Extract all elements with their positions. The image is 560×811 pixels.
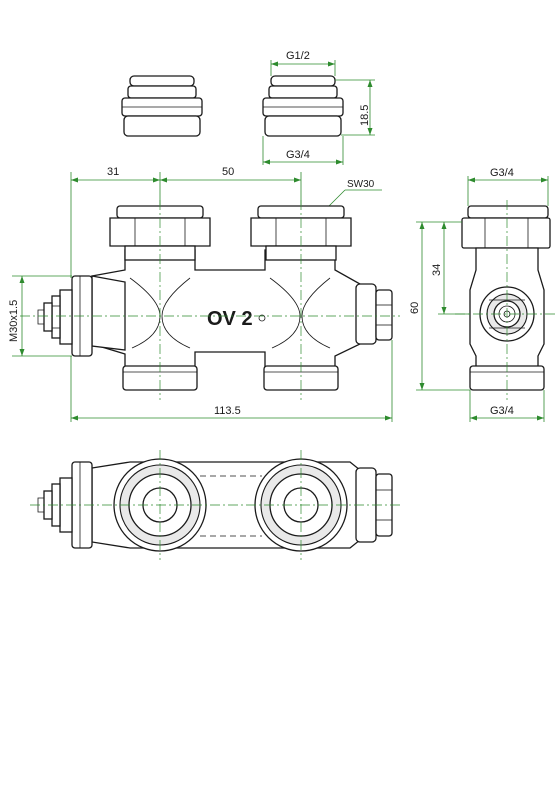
dim-label-50: 50 [222, 166, 234, 178]
centerlines-front [20, 200, 400, 400]
dimension-g34-side-bottom: G3/4 [469, 390, 545, 422]
centerlines-side [455, 200, 558, 400]
dim-label-31: 31 [107, 166, 119, 178]
dimension-18-5: 18.5 [335, 79, 375, 136]
marking-circle [258, 314, 266, 322]
dim-label-g34-side-bottom: G3/4 [490, 405, 514, 417]
adapter-nipple-right [262, 75, 344, 137]
dim-label-18-5: 18.5 [359, 105, 371, 126]
body-marking: OV 2 [207, 308, 253, 330]
valve-body-side [461, 205, 551, 391]
dimension-g34-nipple: G3/4 [262, 136, 344, 165]
dimension-m30: M30x1.5 [8, 275, 72, 357]
dim-label-g34-side-top: G3/4 [490, 167, 514, 179]
dim-label-113-5: 113.5 [214, 405, 241, 417]
dimension-31-50: 31 50 [70, 166, 302, 278]
centerlines-topview [30, 450, 400, 560]
dim-label-m30: M30x1.5 [8, 300, 20, 342]
dimension-g12: G1/2 [270, 50, 336, 76]
dim-label-60: 60 [409, 302, 421, 314]
dimension-g34-side-top: G3/4 [467, 167, 549, 206]
dimension-113-5: 113.5 [70, 340, 393, 422]
adapter-nipple-left [121, 75, 203, 137]
dim-label-g34-nipple: G3/4 [286, 149, 310, 161]
dim-label-g12: G1/2 [286, 50, 310, 62]
dimension-34-60: 34 60 [409, 221, 470, 391]
dim-label-sw30: SW30 [347, 179, 375, 190]
dim-label-34: 34 [431, 264, 443, 276]
valve-body-front [37, 205, 393, 391]
